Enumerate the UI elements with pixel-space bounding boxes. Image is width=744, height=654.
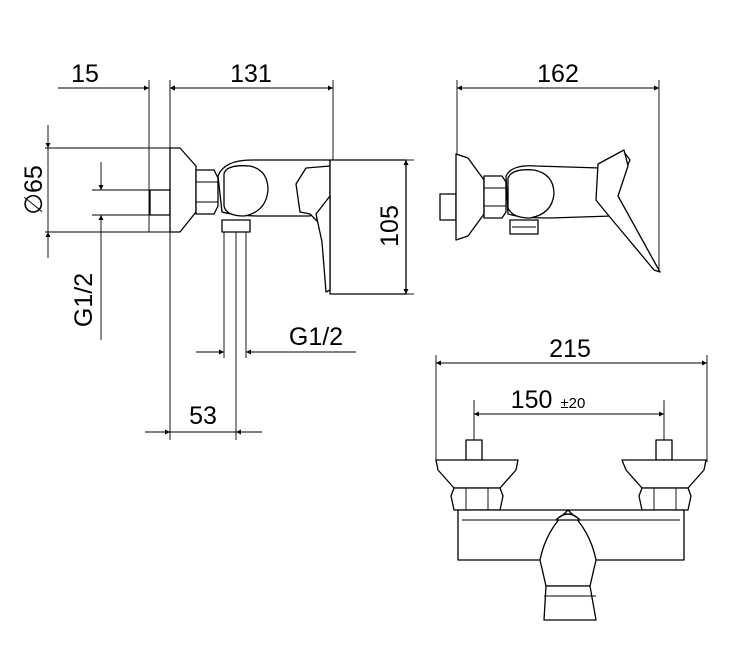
dimension-label-outlet-distance: 53 — [189, 402, 217, 430]
svg-text:∅65: ∅65 — [20, 165, 48, 215]
dimension-outlet-distance: 53 — [145, 402, 262, 435]
dimension-label-height: 105 — [376, 205, 404, 247]
dimension-label-side-depth-total: 162 — [537, 60, 579, 88]
diameter-icon: ∅ — [20, 193, 48, 215]
dimension-overall-width: 215 — [436, 335, 707, 366]
dimension-label-outlet-thread: G1/2 — [289, 323, 343, 351]
dimension-outlet-thread: G1/2 — [196, 323, 356, 355]
dimension-label-wall-offset: 15 — [71, 60, 99, 88]
dimension-height: 105 — [376, 159, 414, 295]
dimension-label-diameter: 65 — [20, 165, 48, 193]
dimension-centre-distance: 150 ±20 — [474, 386, 664, 417]
dimension-wall-offset: 15 — [58, 60, 176, 91]
dimension-label-side-depth: 131 — [230, 60, 272, 88]
side-view-2 — [439, 80, 661, 273]
dimension-label-inlet-thread: G1/2 — [70, 273, 98, 327]
dimension-label-centre-tolerance: ±20 — [560, 395, 585, 412]
dimension-inlet-thread: G1/2 — [70, 162, 150, 340]
dimension-side-depth-total: 162 — [457, 60, 659, 91]
svg-text:150 ±20: 150 ±20 — [511, 386, 586, 414]
side-view — [148, 80, 407, 440]
dimension-diameter: ∅65 — [20, 125, 175, 258]
dimension-side-depth: 131 — [170, 60, 334, 160]
dimension-label-centre-distance: 150 — [511, 386, 553, 414]
front-view — [435, 355, 708, 621]
dimension-label-overall-width: 215 — [549, 335, 591, 363]
